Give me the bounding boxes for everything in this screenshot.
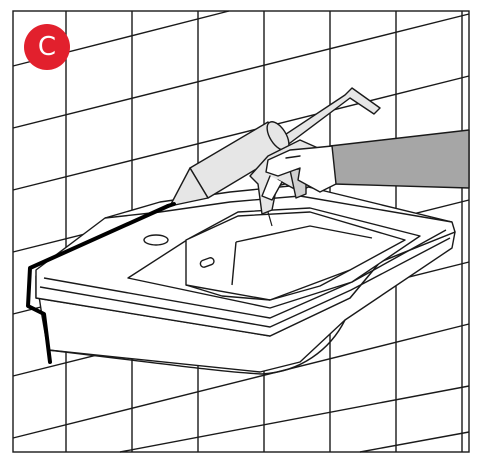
basin-rim-line xyxy=(39,237,451,328)
tile-joint-sloped xyxy=(12,323,470,439)
tile-joint-sloped xyxy=(359,431,470,453)
step-letter: C xyxy=(37,32,57,62)
basin-underside xyxy=(47,319,346,375)
plunger-rod xyxy=(261,87,381,159)
sealant-nozzle xyxy=(169,167,209,207)
finger xyxy=(261,175,283,201)
washbasin xyxy=(35,184,456,375)
basin-bowl-edge xyxy=(231,241,237,286)
hand xyxy=(265,145,337,193)
basin-bowl-edge xyxy=(235,225,373,243)
knuckle-line xyxy=(285,155,301,159)
panel-border xyxy=(12,10,470,453)
step-badge: C xyxy=(24,24,70,70)
gun-drip-line xyxy=(267,211,273,227)
tile-joint-sloped xyxy=(12,75,470,191)
sealant-bead xyxy=(26,204,170,364)
tile-joint-sloped xyxy=(12,13,470,129)
sleeve xyxy=(329,129,470,189)
sealant-tip xyxy=(166,202,176,208)
overflow-slot xyxy=(199,257,215,268)
hand-with-sleeve xyxy=(261,129,470,201)
sealant-line xyxy=(26,204,170,364)
basin-bowl-floor xyxy=(185,269,351,301)
tile-joint-sloped xyxy=(119,385,470,453)
basin-rim-line xyxy=(43,229,447,319)
basin-back-edge xyxy=(104,195,453,223)
tap-hole xyxy=(143,234,169,246)
